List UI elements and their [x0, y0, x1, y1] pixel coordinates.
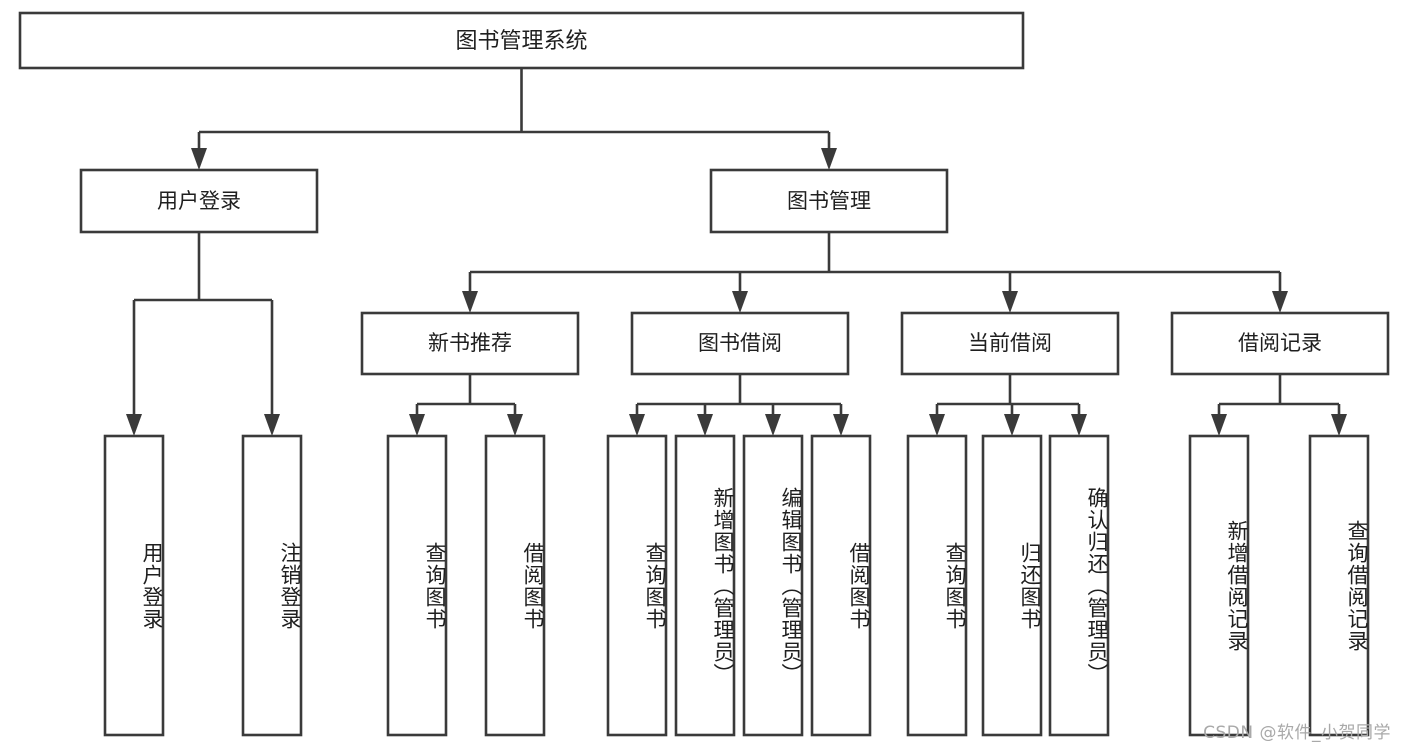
- node-book-borrow[interactable]: 图书借阅: [630, 311, 850, 376]
- node-user-login-label: 用户登录: [157, 189, 241, 213]
- node-current-borrow[interactable]: 当前借阅: [900, 311, 1120, 376]
- leaf-node-logout[interactable]: [241, 434, 303, 737]
- node-book-management[interactable]: 图书管理: [709, 168, 949, 234]
- leaf-node-add-borrow-record[interactable]: [1188, 434, 1250, 737]
- node-new-book-recommend-label: 新书推荐: [428, 331, 512, 355]
- connector-bookborrow-to-leaves: [629, 374, 849, 436]
- leaf-node-borrow-books-recommend[interactable]: [484, 434, 546, 737]
- leaf-node-return-books[interactable]: [981, 434, 1043, 737]
- leaf-node-user-login[interactable]: [103, 434, 165, 737]
- connector-userlogin-to-leaves: [126, 232, 280, 436]
- leaf-node-borrow-books[interactable]: [810, 434, 872, 737]
- node-current-borrow-label: 当前借阅: [968, 331, 1052, 355]
- leaf-node-query-books-recommend[interactable]: [386, 434, 448, 737]
- leaf-node-query-books-borrow[interactable]: [606, 434, 668, 737]
- node-root[interactable]: 图书管理系统: [18, 11, 1025, 70]
- node-new-book-recommend[interactable]: 新书推荐: [360, 311, 580, 376]
- node-book-management-label: 图书管理: [787, 189, 871, 213]
- connector-currentborrow-to-leaves: [929, 374, 1087, 436]
- leaf-node-query-books-current[interactable]: [906, 434, 968, 737]
- connector-recommend-to-leaves: [409, 374, 523, 436]
- connector-borrowrecords-to-leaves: [1211, 374, 1347, 436]
- connector-bookmgmt-to-level3: [462, 232, 1288, 313]
- node-book-borrow-label: 图书借阅: [698, 331, 782, 355]
- leaf-node-add-book-admin[interactable]: [674, 434, 736, 737]
- leaf-node-query-borrow-record[interactable]: [1308, 434, 1370, 737]
- node-root-label: 图书管理系统: [455, 29, 587, 54]
- leaf-node-edit-book-admin[interactable]: [742, 434, 804, 737]
- node-borrow-records-label: 借阅记录: [1238, 331, 1322, 355]
- leaf-node-confirm-return-admin[interactable]: [1048, 434, 1110, 737]
- watermark: CSDN @软件_小贺同学: [1203, 723, 1391, 743]
- node-user-login[interactable]: 用户登录: [79, 168, 319, 234]
- node-borrow-records[interactable]: 借阅记录: [1170, 311, 1390, 376]
- connector-root-to-level2: [191, 68, 837, 170]
